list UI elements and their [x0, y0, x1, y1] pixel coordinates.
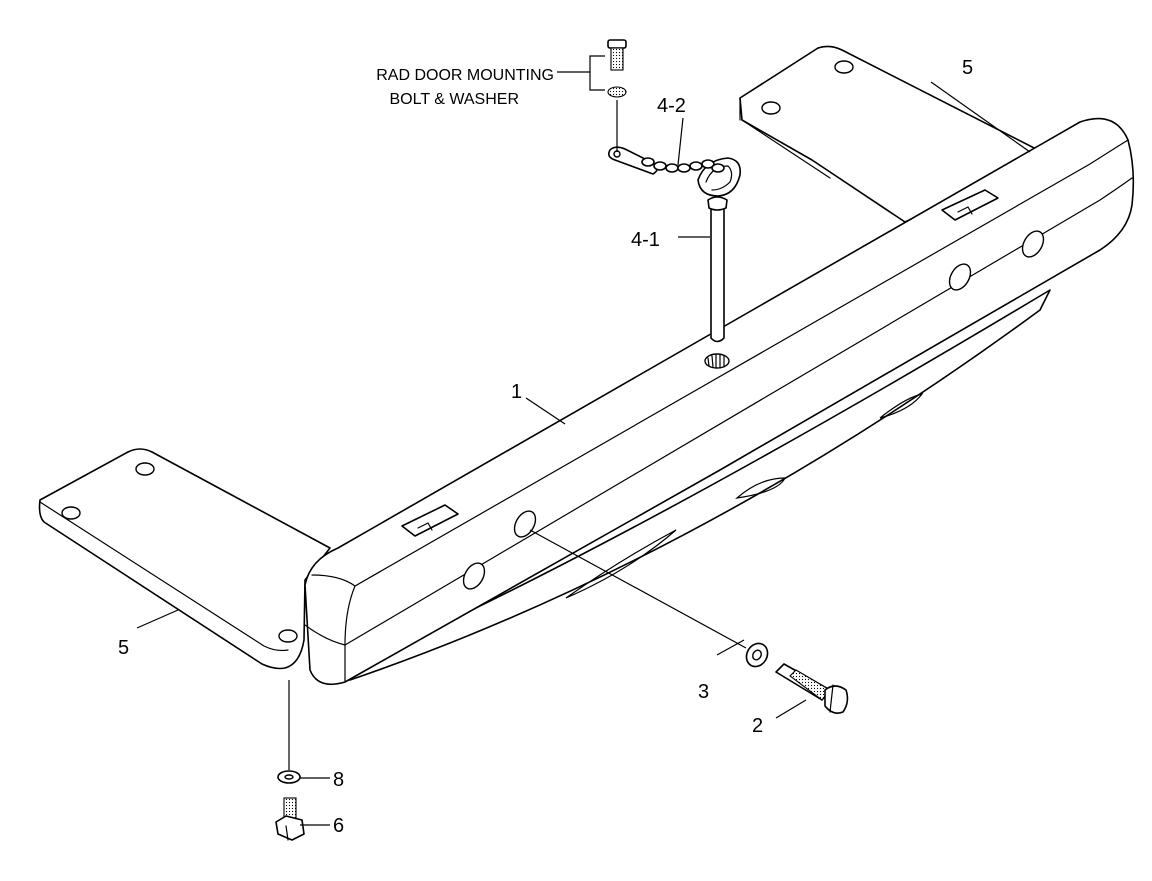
- mounting-bracket-left: [38, 448, 331, 670]
- callout-mount-bolt: 6: [333, 815, 344, 837]
- callout-chain: 4-2: [657, 95, 686, 117]
- callout-mount-washer: 8: [333, 769, 344, 791]
- callout-bracket-left: 5: [118, 637, 129, 659]
- mounting-washer: [277, 770, 301, 784]
- callout-bolt: 2: [752, 715, 763, 737]
- bracket-hole: [135, 462, 155, 476]
- callout-washer: 3: [698, 681, 709, 703]
- note-line-2: BOLT & WASHER: [389, 91, 519, 108]
- callout-bracket-right: 5: [962, 57, 973, 79]
- leader-lines: [136, 55, 1031, 826]
- callout-pin: 4-1: [631, 229, 660, 251]
- bumper-bolt-hole: [1021, 230, 1045, 258]
- mounting-bracket-right: [739, 45, 1043, 223]
- bumper-bolt: [775, 663, 849, 714]
- flat-washer: [745, 642, 769, 668]
- note-line-1: RAD DOOR MOUNTING: [376, 67, 554, 84]
- bracket-hole: [834, 60, 854, 74]
- bracket-hole: [61, 506, 81, 520]
- front-bumper: [304, 117, 1135, 686]
- bracket-hole: [278, 629, 298, 643]
- bumper-bolt-hole: [462, 562, 486, 590]
- bracket-hole: [761, 101, 781, 115]
- hitch-pin: [697, 157, 742, 343]
- callout-bumper: 1: [511, 381, 522, 403]
- bumper-bolt-hole: [948, 263, 972, 291]
- mounting-bolt: [275, 797, 305, 841]
- pin-hole: [704, 353, 730, 369]
- retaining-chain: [608, 146, 725, 175]
- rad-door-bolt-washer: [607, 39, 627, 152]
